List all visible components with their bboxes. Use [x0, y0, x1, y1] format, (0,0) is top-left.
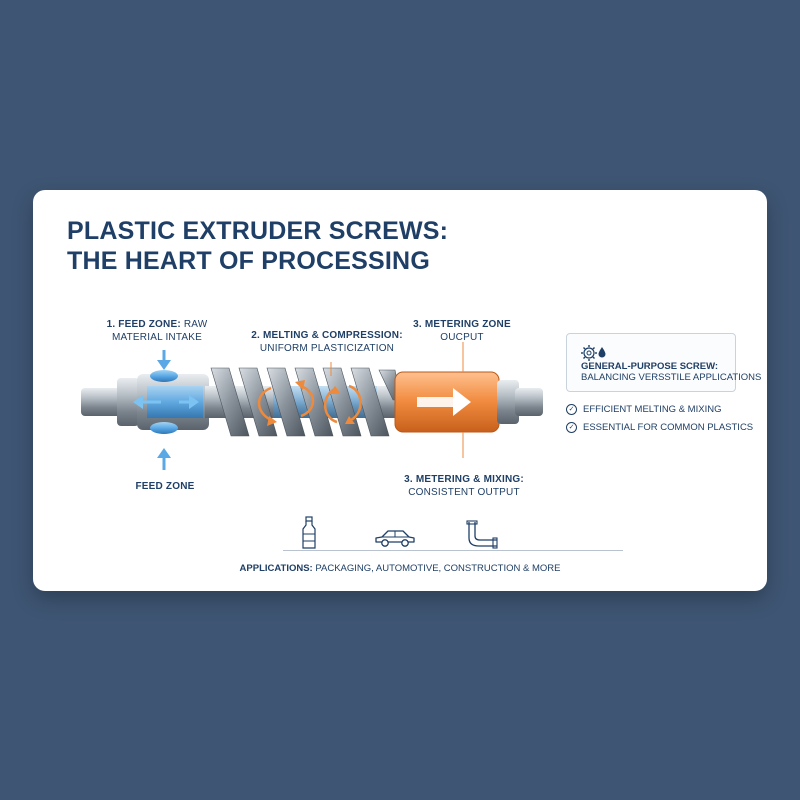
metering-zone-section: [394, 371, 500, 433]
metering-top-label-bold: 3. METERING ZONE: [413, 319, 511, 330]
check-item-2-text: ESSENTIAL FOR COMMON PLASTICS: [583, 422, 754, 433]
melting-compression-label: 2. MELTING & COMPRESSION: UNIFORM PLASTI…: [247, 329, 407, 355]
mixing-swirl-icon: [257, 384, 362, 424]
feed-arrow-bottom-icon: [157, 448, 171, 470]
feed-arrow-top-icon: [157, 350, 171, 370]
metering-mixing-label: 3. METERING & MIXING: CONSISTENT OUTPUT: [391, 473, 537, 499]
check-item-2: ✓ ESSENTIAL FOR COMMON PLASTICS: [566, 422, 753, 433]
feed-zone-label-bold: 1. FEED ZONE:: [106, 319, 181, 330]
feed-zone-label-rest: RAW: [183, 319, 208, 330]
general-purpose-screw-box: GENERAL-PURPOSE SCREW: BALANCING VERSSTI…: [566, 333, 761, 392]
metering-bottom-label-bold: 3. METERING & MIXING:: [404, 474, 524, 485]
check-circle-icon: ✓: [566, 422, 577, 433]
check-item-1-text: EFFICIENT MELTING & MIXING: [583, 404, 722, 415]
callout-lines: [330, 342, 464, 458]
feed-zone-bottom-label: FEED ZONE: [135, 481, 195, 492]
metering-zone-label: 3. METERING ZONE OUCPUT: [397, 318, 527, 344]
car-icon: [375, 530, 415, 547]
info-subtitle: BALANCING VERSSTILE APPLICATIONS: [581, 372, 762, 383]
melting-label-line2: UNIFORM PLASTICIZATION: [259, 343, 395, 354]
feed-arrow-right-icon: [179, 395, 199, 409]
metering-bottom-label-line2: CONSISTENT OUTPUT: [408, 487, 520, 498]
feed-arrow-left-icon: [133, 395, 161, 409]
gear-droplet-icon: [581, 345, 606, 361]
feed-zone-label-line2: MATERIAL INTAKE: [111, 332, 203, 343]
applications-label: APPLICATIONS:: [239, 563, 313, 574]
metering-top-label-line2: OUCPUT: [440, 332, 484, 343]
applications-text: APPLICATIONS: PACKAGING, AUTOMOTIVE, CON…: [33, 563, 767, 574]
applications-list: PACKAGING, AUTOMOTIVE, CONSTRUCTION & MO…: [315, 563, 561, 574]
melting-label-bold: 2. MELTING & COMPRESSION:: [251, 330, 403, 341]
title-line-1: PLASTIC EXTRUDER SCREWS:: [67, 217, 449, 245]
feed-zone-label: 1. FEED ZONE: RAW MATERIAL INTAKE: [97, 318, 217, 344]
bottle-icon: [302, 516, 316, 549]
check-item-1: ✓ EFFICIENT MELTING & MIXING: [566, 404, 721, 415]
output-arrow-icon: [417, 388, 471, 416]
melting-compression-section: [205, 367, 402, 437]
title-line-2: THE HEART OF PROCESSING: [67, 247, 430, 275]
pipe-icon: [466, 520, 498, 549]
info-title: GENERAL-PURPOSE SCREW:: [581, 361, 719, 372]
extruder-screw-diagram: [81, 342, 543, 470]
applications-divider: [283, 550, 623, 551]
check-circle-icon: ✓: [566, 404, 577, 415]
page-title: PLASTIC EXTRUDER SCREWS: THE HEART OF PR…: [67, 216, 448, 276]
info-card: PLASTIC EXTRUDER SCREWS: THE HEART OF PR…: [33, 190, 767, 591]
right-shaft: [497, 380, 543, 424]
left-shaft: [81, 378, 139, 426]
